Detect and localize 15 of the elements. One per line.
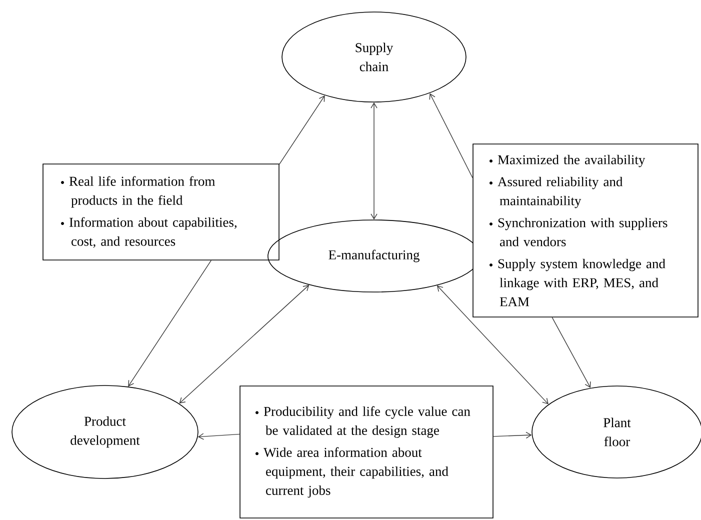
text-box: Producibility and life cycle value can be validated at the design stage Wide area information about equipment, their capabilities, and current jobs [240,386,494,518]
arrow [128,260,212,387]
arrow [370,102,378,220]
ellipse-node: Supply chain [282,12,466,102]
arrow [198,433,240,440]
arrow [436,285,548,404]
arrow [493,432,532,439]
text-box: Real life information from products in the field Information about capabilities, cost, and resources [42,164,280,260]
arrow [179,284,310,404]
text-box: Maximized the availability Assured reliability and maintainability Synchronization with suppliers and vendors Supply system knowledge and linkage with ERP, MES, and EAM [472,144,698,318]
arrow [279,95,325,164]
arrow [429,93,473,178]
ellipse-node: Product development [12,385,198,479]
ellipse-node: E-manufacturing [268,220,480,292]
arrow [552,317,591,388]
